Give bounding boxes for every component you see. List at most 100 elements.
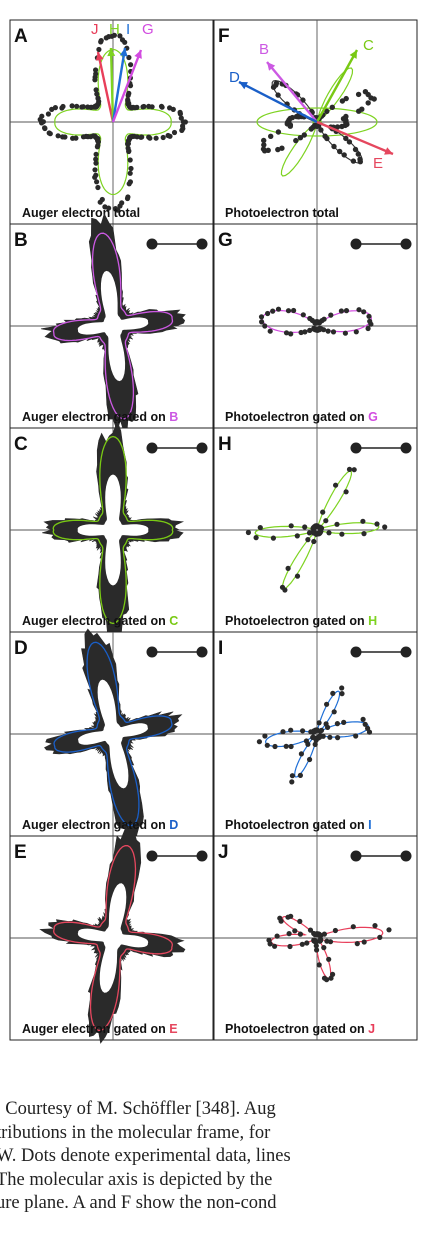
data-dot: [346, 466, 353, 472]
data-dot: [343, 119, 349, 126]
panel-caption: Auger electron gated on D: [22, 818, 178, 832]
data-dot: [253, 535, 259, 541]
data-dot: [94, 144, 100, 150]
data-dot: [353, 329, 359, 335]
data-dot: [285, 914, 291, 920]
data-dot: [275, 129, 282, 135]
molecule-atom-icon: [400, 850, 412, 862]
data-dot: [287, 123, 293, 129]
data-dot: [354, 941, 360, 947]
data-dot: [267, 941, 273, 947]
data-dot: [171, 129, 178, 136]
panel-caption-text: Photoelectron gated on: [225, 410, 368, 424]
panel-caption-gate: B: [169, 410, 178, 424]
data-dot: [262, 733, 268, 739]
panel-caption: Photoelectron gated on H: [225, 614, 377, 628]
data-dot: [330, 329, 337, 335]
data-dot: [165, 132, 171, 139]
data-dot: [324, 977, 330, 983]
molecule-atom-icon: [350, 442, 362, 454]
panel-letter: I: [218, 638, 223, 659]
data-dot: [125, 145, 131, 151]
data-dot: [153, 135, 159, 141]
data-dot: [351, 467, 357, 473]
data-dot: [353, 733, 359, 739]
data-dot: [350, 158, 357, 164]
arrow-E-head: [384, 147, 393, 155]
arrow-label-J: J: [91, 21, 99, 38]
data-dot: [160, 134, 166, 141]
arrow-D-head: [239, 82, 248, 90]
data-dot: [278, 918, 284, 924]
data-dot: [177, 109, 183, 115]
data-dot: [341, 152, 347, 158]
data-dot: [350, 924, 356, 930]
data-dot: [93, 67, 99, 73]
molecule-atom-icon: [196, 442, 208, 454]
data-dot: [286, 931, 292, 937]
data-dot: [270, 535, 276, 541]
data-dot: [85, 104, 91, 110]
data-dot: [321, 945, 327, 951]
data-dot: [98, 39, 104, 45]
data-dot: [292, 928, 298, 934]
panel-letter: D: [14, 638, 28, 659]
data-dot: [314, 947, 320, 953]
panel-letter: A: [14, 26, 28, 47]
data-dot: [323, 518, 329, 524]
data-dot: [335, 735, 341, 741]
data-dot: [180, 123, 186, 129]
data-dot: [343, 113, 349, 120]
data-star-inner: [77, 474, 149, 586]
arrow-B: [266, 61, 318, 123]
data-dot: [42, 125, 48, 132]
caption-line-2: tributions in the molecular frame, for: [0, 1122, 271, 1143]
figure-caption: . Courtesy of M. Schöffler [348]. Aug tr…: [0, 1098, 425, 1216]
arrow-label-C: C: [363, 37, 374, 54]
data-dot: [45, 111, 52, 117]
data-dot: [49, 106, 55, 112]
data-star-inner: [77, 883, 149, 993]
data-dot: [339, 685, 345, 691]
data-dot: [285, 565, 291, 572]
data-dot: [282, 587, 288, 593]
data-dot: [158, 103, 165, 109]
data-dot: [341, 719, 347, 726]
data-dot: [119, 37, 126, 43]
data-dot: [180, 119, 186, 125]
data-dot: [287, 943, 293, 950]
data-dot: [59, 105, 65, 111]
data-dot: [331, 709, 337, 715]
data-dot: [285, 308, 292, 314]
molecule-atom-icon: [400, 238, 412, 250]
data-dot: [362, 89, 369, 95]
data-dot: [288, 727, 294, 733]
data-dot: [257, 525, 263, 531]
data-dot: [306, 530, 313, 536]
data-dot: [331, 143, 337, 150]
data-dot: [261, 137, 267, 144]
data-dot: [355, 151, 361, 157]
data-dot: [299, 941, 305, 947]
data-dot: [300, 312, 306, 318]
data-dot: [318, 127, 324, 133]
panel-caption-gate: C: [169, 614, 178, 628]
panel-caption-text: Photoelectron total: [225, 206, 339, 220]
molecule-atom-icon: [350, 238, 362, 250]
arrow-label-D: D: [229, 69, 240, 86]
data-dot: [326, 956, 332, 962]
data-dot: [330, 971, 336, 978]
data-dot: [352, 146, 359, 153]
data-dot: [62, 134, 68, 140]
data-dot: [365, 725, 371, 732]
data-dot: [356, 307, 362, 313]
data-dot: [274, 933, 280, 939]
data-dot: [297, 772, 303, 779]
data-dot: [73, 135, 79, 141]
data-dot: [346, 139, 353, 145]
caption-line-4: The molecular axis is depicted by the: [0, 1169, 273, 1190]
data-dot: [361, 939, 367, 945]
